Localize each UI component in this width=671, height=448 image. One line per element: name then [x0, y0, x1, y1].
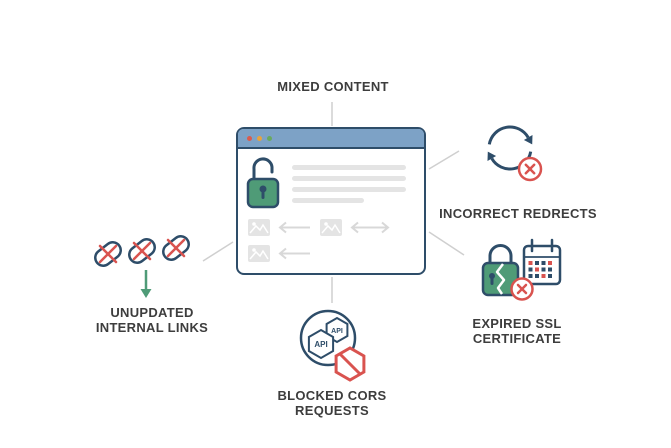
blocked-hexagon-icon: [334, 346, 366, 382]
browser-titlebar: [238, 129, 424, 149]
window-dot-red: [247, 135, 252, 141]
error-badge-icon: [510, 277, 534, 301]
api-text: API: [331, 328, 343, 335]
blocked-cors-icon: API API: [299, 309, 366, 382]
blocked-cors-label: BLOCKED CORS REQUESTS: [262, 388, 402, 418]
blocked-cors-line2: REQUESTS: [295, 403, 369, 418]
redirect-loop-icon: [487, 125, 543, 182]
calendar-icon: [522, 238, 562, 286]
arrow-left-icon: [278, 221, 310, 234]
incorrect-redirects-label: INCORRECT REDRECTS: [439, 206, 597, 221]
image-placeholder-icon: [248, 219, 270, 236]
window-dot-green: [267, 135, 272, 141]
unupdated-line2: INTERNAL LINKS: [95, 320, 209, 335]
broken-links-icon: [94, 235, 190, 298]
unupdated-links-label: UNUPDATED INTERNAL LINKS: [82, 305, 222, 335]
api-text: API: [314, 340, 327, 349]
connector-right-top: [428, 150, 460, 170]
red-cross-icon: [132, 241, 152, 261]
text-line-placeholders: [292, 165, 406, 203]
red-cross-icon: [98, 244, 118, 264]
browser-content-art: [246, 157, 406, 262]
open-padlock-icon: [246, 157, 280, 209]
expired-ssl-line1: EXPIRED SSL: [472, 316, 562, 331]
down-arrow-icon: [140, 270, 152, 298]
blocked-cors-line1: BLOCKED CORS: [277, 388, 387, 403]
api-hexagon-front: API: [307, 328, 335, 360]
arrow-both-icon: [350, 221, 390, 234]
connector-right-bottom: [428, 231, 465, 256]
image-placeholder-icon: [248, 245, 270, 262]
browser-window: [236, 127, 426, 275]
browser-content: [238, 149, 424, 273]
red-cross-icon: [166, 238, 186, 258]
window-dot-orange: [257, 135, 262, 141]
image-placeholder-icon: [320, 219, 342, 236]
expired-ssl-label: EXPIRED SSL CERTIFICATE: [447, 316, 587, 346]
arrow-left-icon: [278, 247, 310, 260]
error-badge-icon: [517, 156, 543, 182]
mixed-content-label: MIXED CONTENT: [277, 79, 389, 94]
connector-left: [202, 241, 234, 262]
unupdated-line1: UNUPDATED: [110, 305, 194, 320]
expired-ssl-line2: CERTIFICATE: [472, 331, 562, 346]
expired-ssl-icon: [481, 238, 562, 301]
calendar-grid: [528, 261, 552, 278]
